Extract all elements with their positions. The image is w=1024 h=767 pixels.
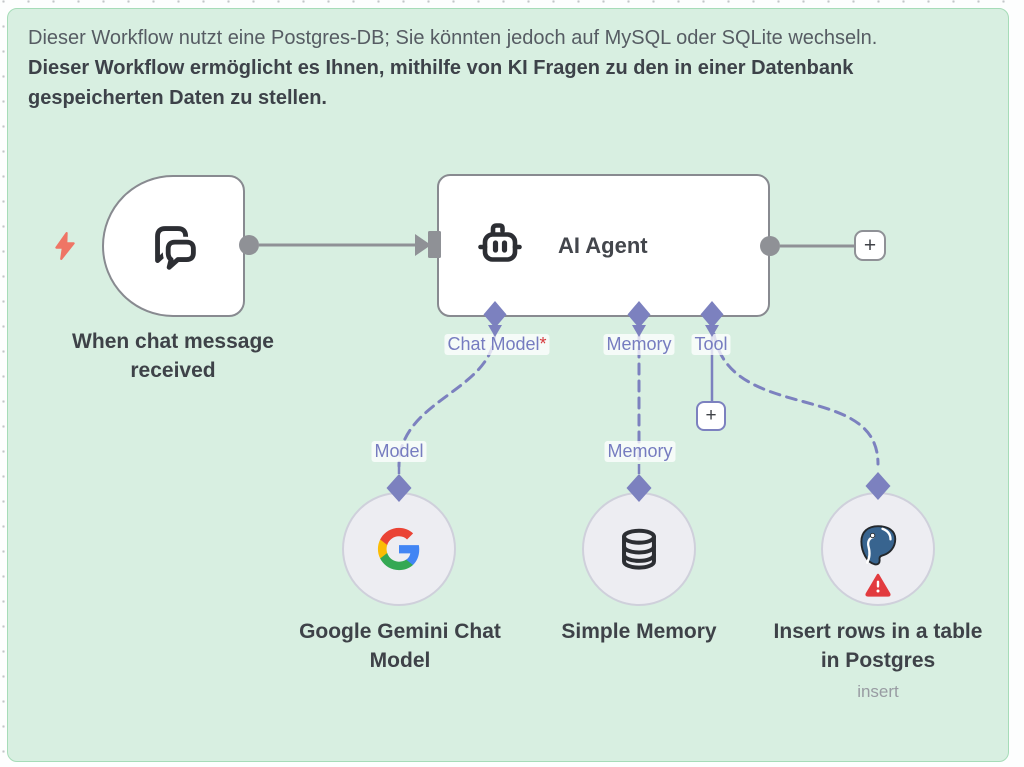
sticky-text-regular: Dieser Workflow nutzt eine Postgres-DB; … [28, 27, 878, 49]
node-chat-trigger[interactable] [102, 175, 245, 317]
lightning-bolt-icon [55, 232, 75, 260]
plus-icon: + [705, 405, 717, 426]
endpoint-label-memory-sub: Memory [604, 441, 676, 462]
node-operation-label: insert [857, 682, 899, 701]
google-g-logo [377, 527, 420, 571]
node-label-ai-agent: AI Agent [558, 232, 648, 258]
sticky-text-bold: Dieser Workflow ermöglicht es Ihnen, mit… [28, 57, 854, 109]
add-tool-button[interactable]: + [696, 401, 726, 431]
node-ai-agent[interactable]: AI Agent [437, 174, 770, 317]
node-label-chat-trigger: When chat message received [72, 330, 274, 382]
endpoint-label-chat-model: Chat Model* [444, 334, 550, 355]
warning-triangle-icon [865, 573, 891, 597]
node-simple-memory[interactable] [582, 492, 696, 606]
postgresql-elephant-logo [860, 525, 897, 566]
chat-bubbles-icon [154, 226, 199, 273]
plus-icon: + [863, 233, 877, 257]
required-marker: * [539, 334, 547, 354]
endpoint-label-tool: Tool [691, 334, 731, 355]
endpoint-label-model: Model [371, 441, 427, 462]
node-label-postgres: Insert rows in a table in Postgres inser… [774, 617, 983, 706]
add-node-button[interactable]: + [854, 230, 886, 261]
endpoint-label-memory: Memory [603, 334, 675, 355]
database-icon [622, 528, 656, 570]
robot-icon [478, 222, 522, 262]
node-label-simple-memory: Simple Memory [561, 620, 717, 643]
node-label-gemini: Google Gemini Chat Model [299, 620, 501, 672]
node-gemini-chat-model[interactable] [342, 492, 456, 606]
node-postgres-tool[interactable] [821, 492, 935, 606]
